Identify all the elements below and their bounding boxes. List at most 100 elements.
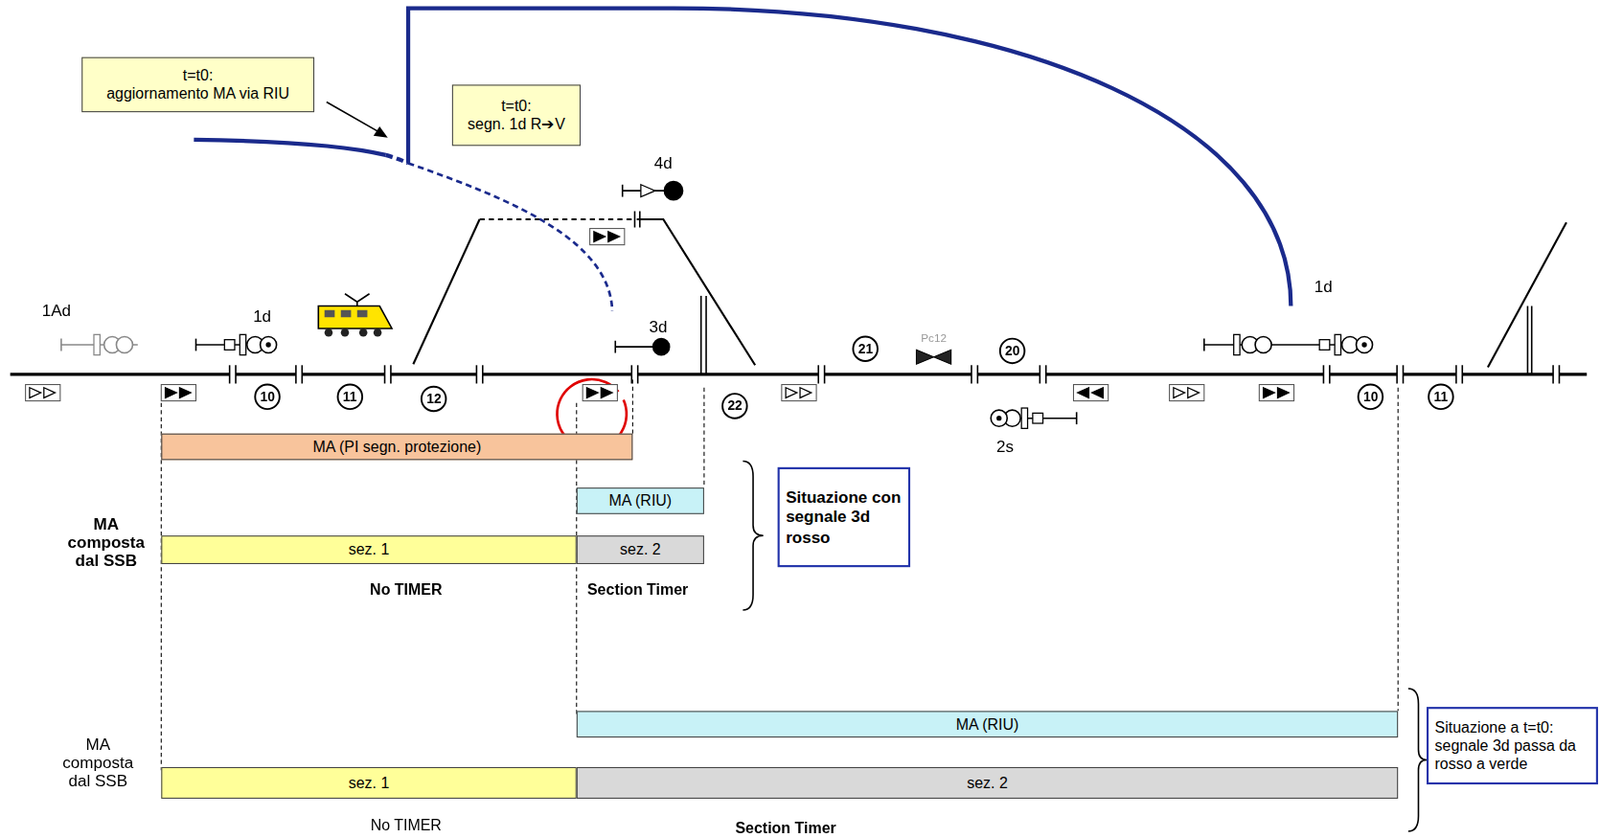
- side-label: MA composta dal SSB: [57, 514, 155, 572]
- ma-bar: MA (RIU): [576, 710, 1398, 738]
- balise-triangle: [165, 388, 178, 399]
- callout-number: 21: [858, 341, 873, 357]
- balise-triangle: [1263, 388, 1276, 399]
- dashed-guide: [1397, 388, 1399, 712]
- train-wheel: [373, 328, 383, 338]
- balise-symbol: [1169, 385, 1205, 402]
- signal-name: 1d: [252, 307, 272, 327]
- ma-curve-dashed: [386, 155, 409, 164]
- node-text: t=t0:: [182, 66, 214, 85]
- signal-base: [1203, 339, 1206, 352]
- signal-symbol: [990, 408, 1076, 429]
- signal-box: [1319, 340, 1330, 351]
- signal-plate: [1021, 408, 1028, 429]
- signal-plate: [1234, 334, 1240, 355]
- train-window: [324, 310, 336, 318]
- joint-tick: [970, 365, 973, 384]
- balise-symbol: [590, 228, 625, 246]
- callout-box: t=t0:aggiornamento MA via RIU: [81, 57, 315, 114]
- side-label: Section Timer: [587, 580, 688, 598]
- signal-lamp-dot: [996, 415, 1002, 421]
- train-wheel: [359, 328, 368, 338]
- callout-box: t=t0:segn. 1d R➔V: [452, 84, 581, 146]
- ma-bar: sez. 1: [160, 767, 576, 800]
- joint-tick: [1328, 365, 1331, 384]
- situation-box: Situazione a t=t0: segnale 3d passa da r…: [1426, 707, 1599, 785]
- ma-riu-curve: [408, 8, 1291, 307]
- track-section-circle: [722, 393, 748, 419]
- side-label: No TIMER: [369, 580, 442, 598]
- signal-base: [621, 184, 624, 198]
- joint-tick: [228, 365, 231, 384]
- balise-triangle: [600, 388, 613, 399]
- signal-lamp: [653, 339, 670, 356]
- signal-lamp-dot: [265, 342, 271, 347]
- balise-symbol: [25, 385, 61, 402]
- track-section-circle: [1358, 385, 1384, 411]
- joint-tick: [977, 365, 980, 384]
- joint-gap: [229, 369, 236, 381]
- balise-triangle: [44, 388, 56, 399]
- signal-lamp: [260, 336, 277, 353]
- switch-mark: [1531, 306, 1533, 376]
- balise-symbol: [1073, 385, 1108, 402]
- joint-gap: [476, 369, 482, 381]
- joint-tick: [389, 365, 392, 384]
- situation-box: Situazione con segnale 3d rosso: [777, 467, 911, 568]
- ma-bar: sez. 1: [160, 535, 576, 565]
- balise-triangle: [608, 231, 620, 243]
- signal-name: 2s: [996, 437, 1014, 458]
- signal-arrow: [640, 184, 656, 198]
- node-text: sez. 1: [348, 774, 390, 793]
- track-section-circle: [254, 385, 280, 411]
- signal-plate: [93, 334, 100, 355]
- joint-tick: [630, 365, 633, 384]
- signal-box: [224, 340, 235, 351]
- node-text: sez. 1: [348, 541, 390, 560]
- joint-gap: [971, 369, 978, 381]
- track-section-circle: [852, 336, 878, 362]
- callout-arrow: [326, 102, 385, 136]
- node-text: MA (PI segn. protezione): [312, 437, 481, 457]
- joint-tick: [295, 365, 298, 384]
- signal-post: [615, 345, 653, 348]
- ma-curve: [193, 139, 386, 156]
- joint-tick: [1323, 365, 1326, 384]
- side-label: No TIMER: [370, 816, 442, 834]
- signal-base: [60, 339, 63, 352]
- joint-tick: [476, 365, 479, 384]
- callout-arrowhead: [373, 126, 389, 138]
- joint-tick: [384, 365, 387, 384]
- train-window: [341, 310, 352, 318]
- siding-track-dashed: [480, 218, 634, 221]
- node-text: t=t0:: [501, 96, 532, 115]
- signal-box: [1032, 412, 1044, 424]
- balise-symbol: [160, 385, 196, 402]
- signal-lamp: [990, 410, 1007, 427]
- joint-tick: [1402, 365, 1405, 384]
- signal-name: 4d: [654, 154, 673, 174]
- balise-triangle: [179, 388, 191, 399]
- ma-bar: MA (PI segn. protezione): [160, 434, 633, 461]
- balise-symbol: [781, 385, 817, 402]
- balise-frame: [1169, 385, 1205, 402]
- callout-number: 11: [342, 388, 358, 405]
- joint-tick: [1045, 365, 1048, 384]
- ma-bar: MA (RIU): [576, 487, 705, 515]
- side-label: Section Timer: [734, 819, 836, 837]
- joint-tick: [300, 365, 303, 384]
- track-section-circle: [338, 385, 364, 411]
- signal-name: 1Ad: [42, 301, 71, 321]
- signal-lamp: [115, 336, 133, 353]
- ma-bar: sez. 2: [576, 767, 1398, 800]
- joint-tick: [481, 365, 484, 384]
- balise-frame: [781, 385, 817, 402]
- track-section-circle: [421, 387, 447, 412]
- siding-track: [637, 219, 756, 366]
- node-text: MA (RIU): [608, 491, 672, 510]
- joint-tick: [234, 365, 237, 384]
- joint-tick: [823, 365, 826, 384]
- train-wheel: [341, 328, 350, 338]
